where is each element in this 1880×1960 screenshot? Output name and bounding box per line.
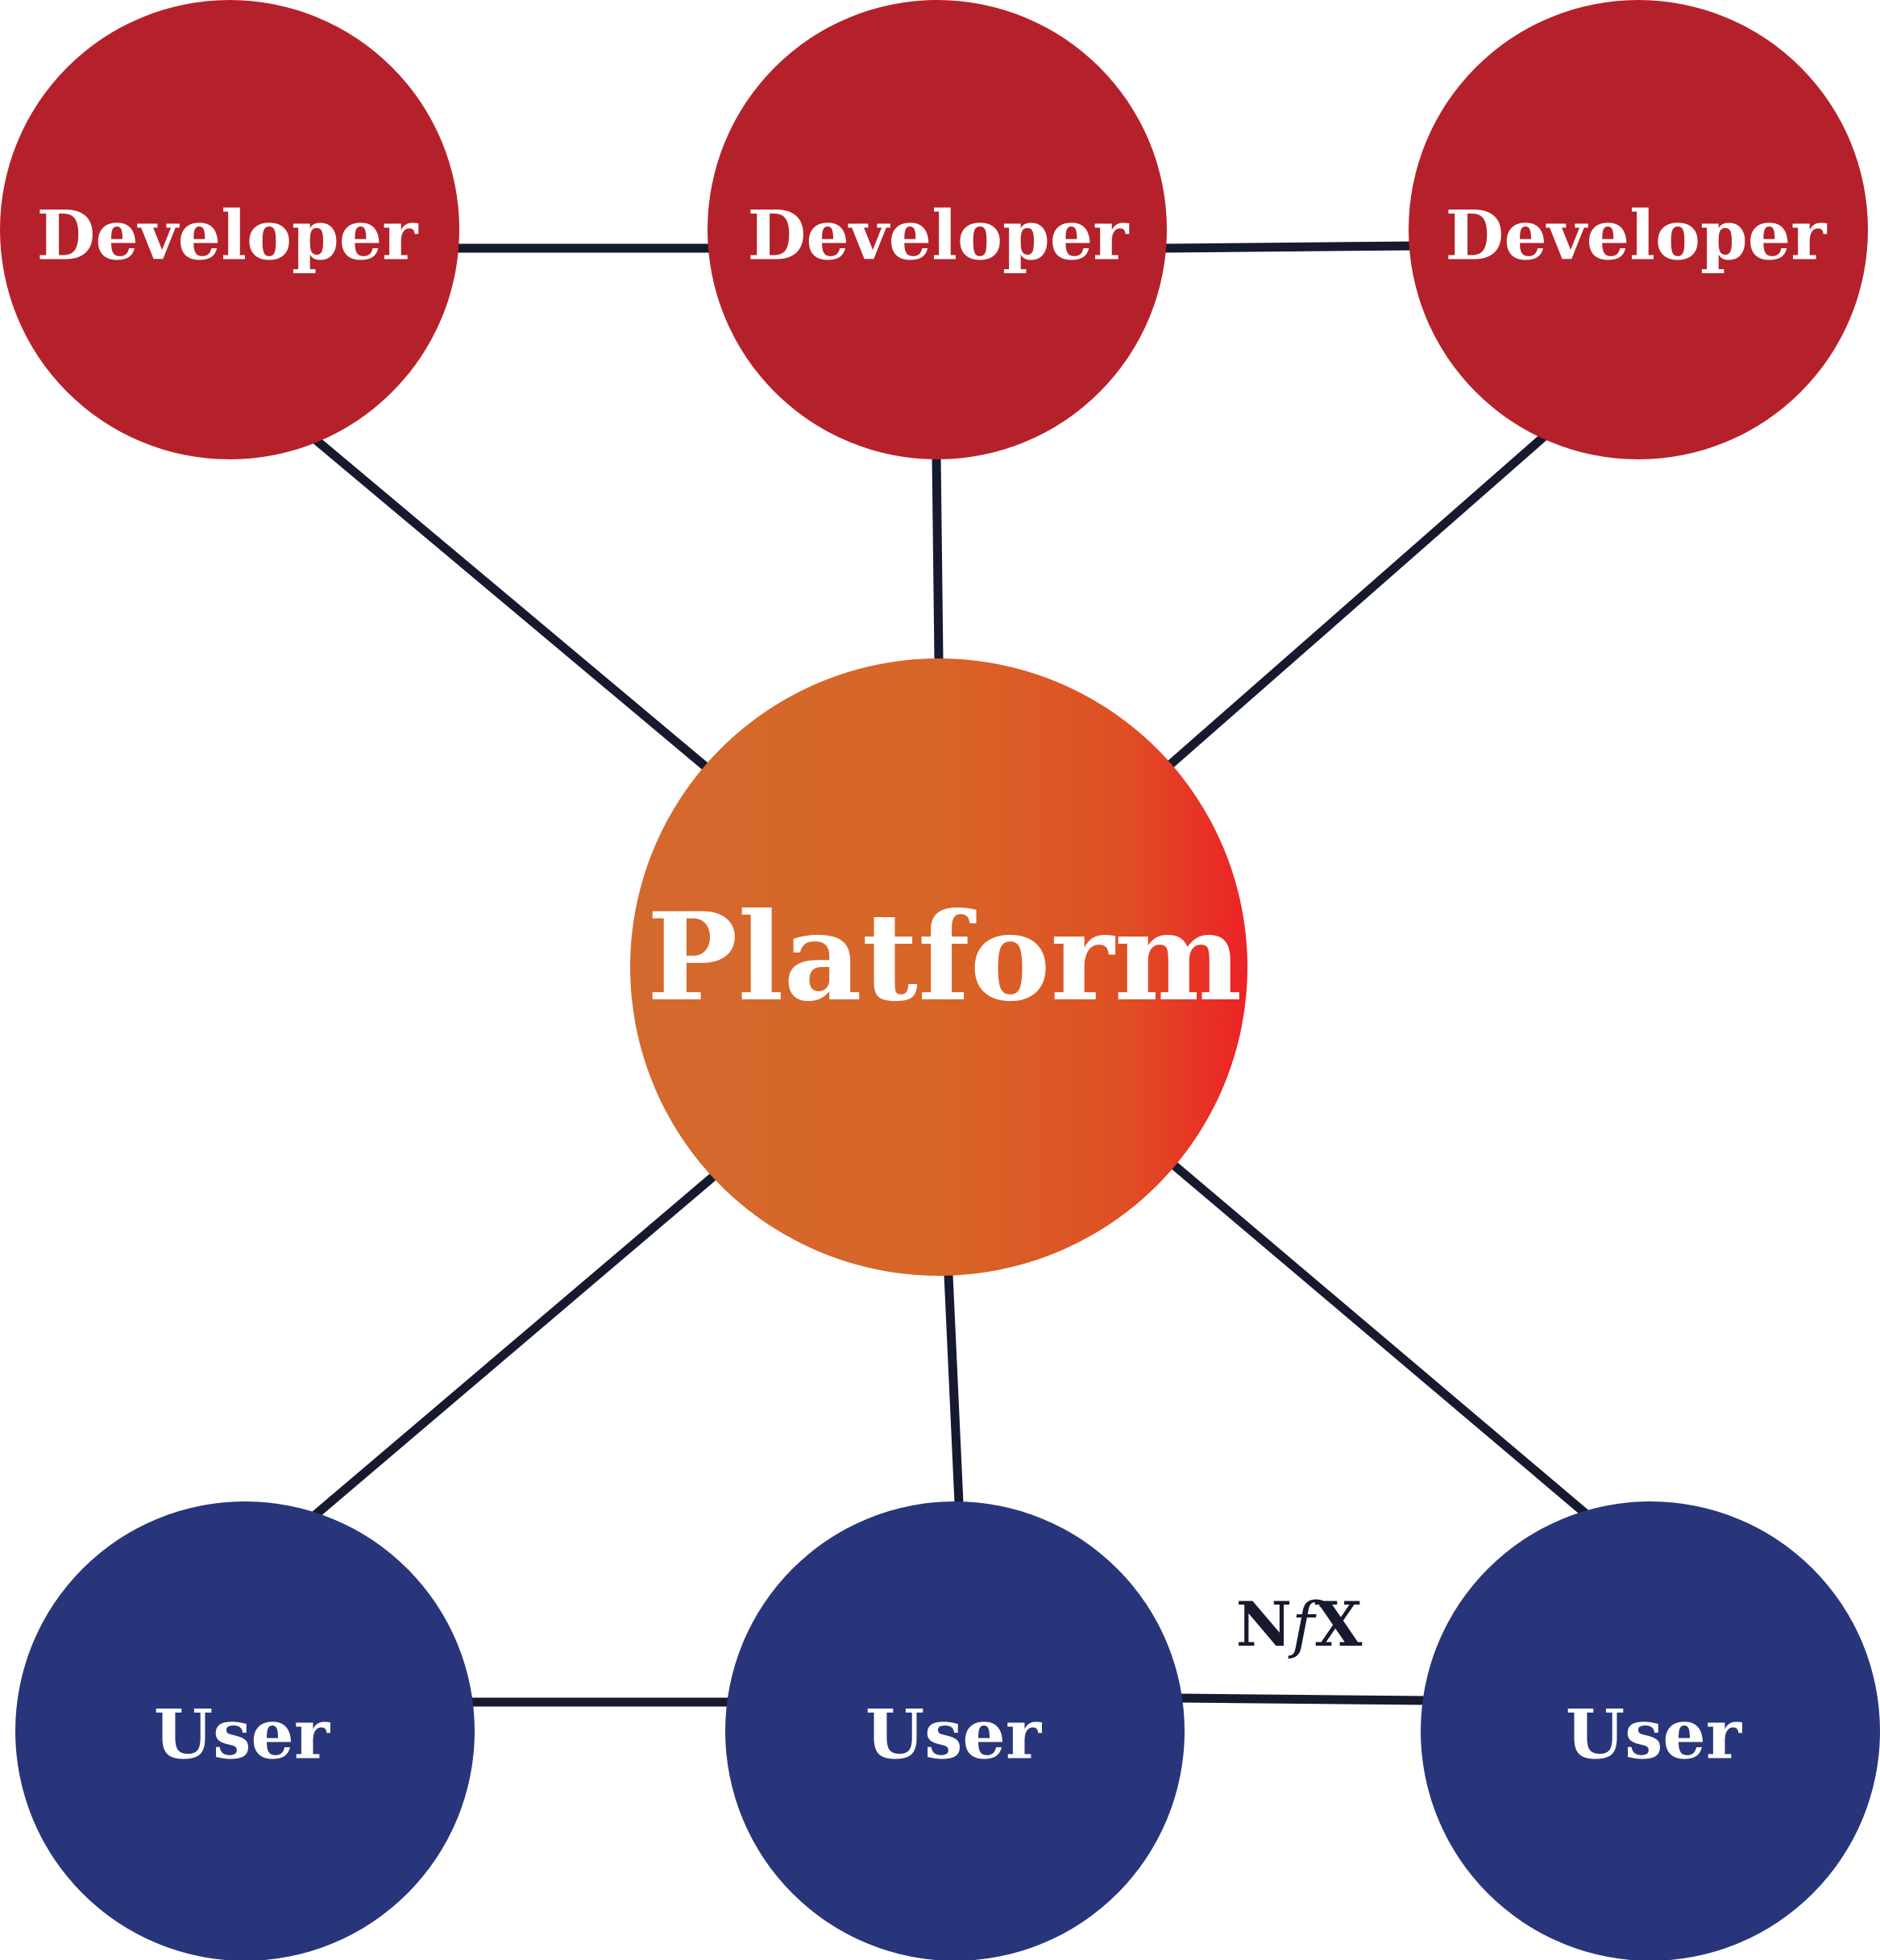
user-node-3: User	[1421, 1501, 1880, 1960]
platform-label: Platform	[647, 887, 1243, 1028]
developer-node-1: Developer	[0, 0, 459, 459]
platform-circle	[630, 658, 1247, 1276]
logo-letter-x: X	[1314, 1588, 1362, 1660]
user-circle	[725, 1501, 1185, 1960]
developer-label: Developer	[748, 196, 1131, 276]
edge-platform-user3	[1165, 1156, 1591, 1519]
user-label: User	[865, 1695, 1043, 1775]
logo-letter-n: N	[1236, 1588, 1292, 1660]
edge-developer3-platform	[1161, 431, 1549, 774]
user-node-1: User	[15, 1501, 475, 1960]
user-circle	[15, 1501, 475, 1960]
developer-circle	[1409, 0, 1868, 459]
user-label: User	[154, 1695, 331, 1775]
edge-user2-user3	[1180, 1693, 1427, 1705]
edge-developer1-platform	[307, 431, 712, 774]
developer-node-3: Developer	[1409, 0, 1868, 459]
edges	[307, 241, 1591, 1707]
developer-circle	[0, 0, 459, 459]
user-node-2: User	[725, 1501, 1185, 1960]
developer-circle	[708, 0, 1167, 459]
nfx-logo: NfX	[1236, 1588, 1363, 1660]
developer-node-2: Developer	[708, 0, 1167, 459]
platform-node: Platform	[630, 658, 1247, 1276]
developer-label: Developer	[1446, 196, 1828, 276]
edge-developer2-developer3	[1164, 241, 1419, 253]
edge-platform-user1	[307, 1173, 716, 1523]
user-circle	[1421, 1501, 1880, 1960]
user-label: User	[1566, 1695, 1743, 1775]
developer-label: Developer	[37, 196, 420, 276]
edge-developer2-platform	[932, 455, 944, 662]
edge-platform-user2	[944, 1274, 964, 1504]
